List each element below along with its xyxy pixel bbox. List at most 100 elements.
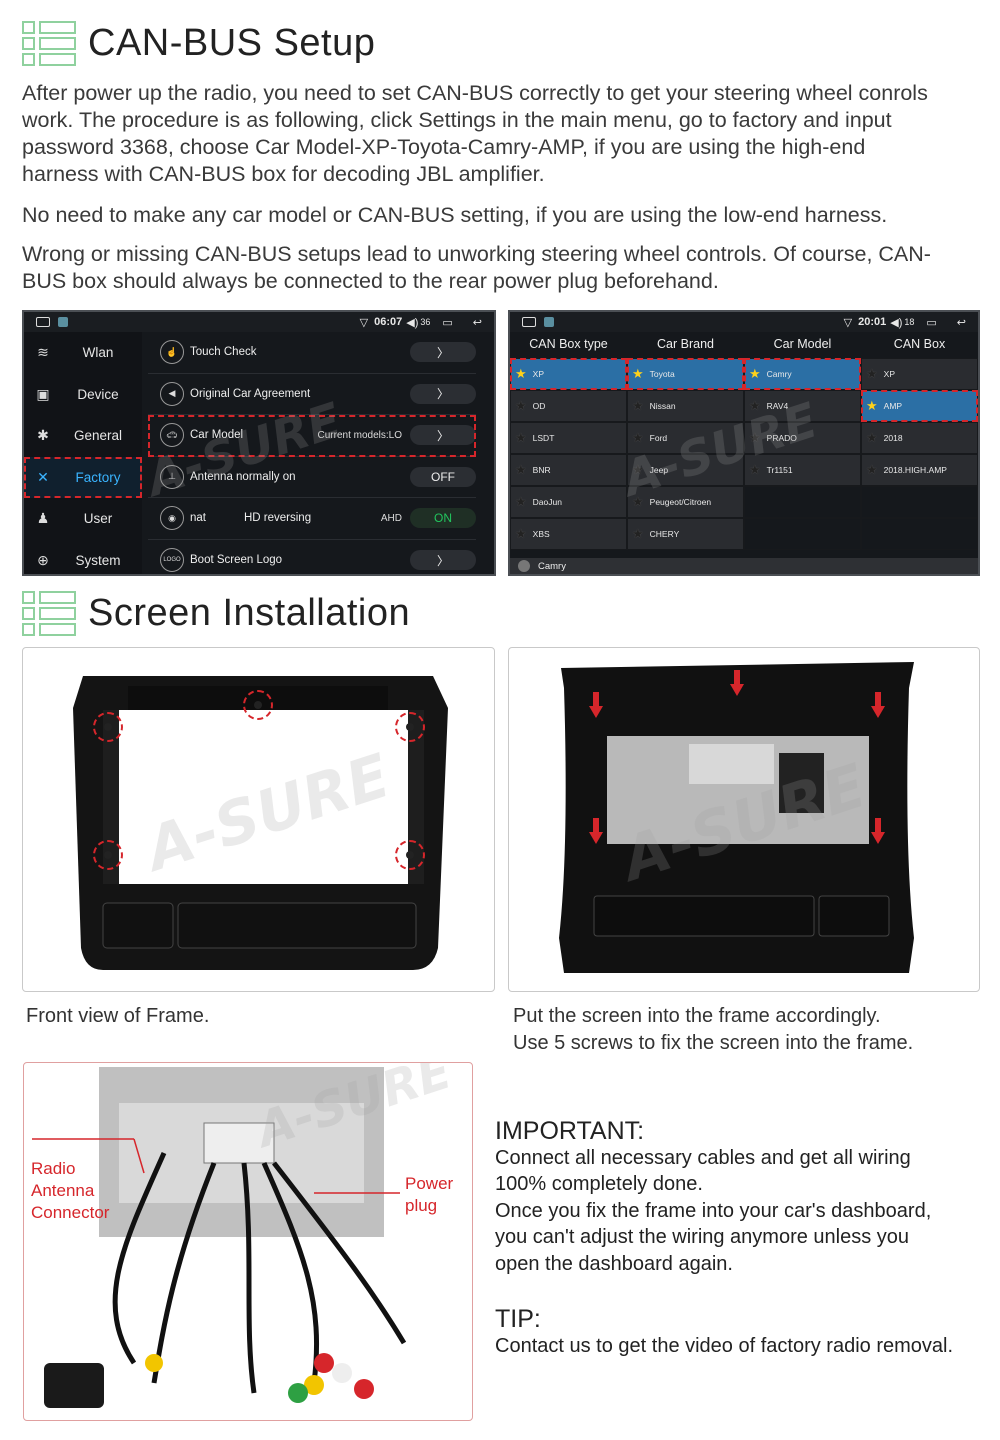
back-icon[interactable]: ↩ [956,316,966,329]
antenna-toggle[interactable]: OFF [410,466,476,487]
arrow-down-icon [589,818,603,844]
menu-item-touch-check[interactable]: ☝ Touch Check 〉 [148,332,476,374]
list-item[interactable]: ★OD [510,390,627,422]
paragraph-low-end: No need to make any car model or CAN-BUS… [22,203,888,227]
sidebar-item-label: System [75,552,121,568]
list-item[interactable]: ★Camry [744,358,861,390]
sidebar-item-user[interactable]: ♟User [24,498,142,540]
list-item[interactable]: ★Peugeot/Citroen [627,486,744,518]
empty-cell [744,518,861,550]
chevron-right-icon[interactable]: 〉 [410,425,476,446]
list-item[interactable]: ★AMP [861,390,978,422]
star-icon: ★ [749,462,761,477]
sidebar-item-label: Wlan [82,345,114,361]
star-icon: ★ [749,398,761,413]
list-item-label: Tr1151 [766,465,793,475]
star-icon: ★ [515,430,527,445]
list-item[interactable]: ★DaoJun [510,486,627,518]
sidebar-item-factory[interactable]: ✕Factory [24,456,142,498]
list-item-label: 2018.HIGH.AMP [883,465,947,475]
sidebar-item-label: General [73,428,123,444]
section-title: CAN-BUS Setup [88,21,376,64]
list-item[interactable]: ★PRADO [744,422,861,454]
list-item[interactable]: ★ Tr1151 [744,454,861,486]
list-item-label: Camry [766,369,792,379]
back-icon[interactable]: ↩ [472,316,482,329]
settings-sidebar: ≋Wlan ▣Device ✱ General ✕Factory ♟User ⊕S… [24,332,142,574]
sidebar-item-general[interactable]: ✱ General [24,415,142,457]
ahd-label: AHD [380,512,402,524]
text-line: Antenna [31,1181,95,1200]
menu-item-antenna[interactable]: ⊥ Antenna normally on OFF [148,457,476,498]
list-item[interactable]: ★2018 [861,422,978,454]
ahd-toggle[interactable]: ON [410,508,476,529]
list-item[interactable]: ★RAV4 [744,390,861,422]
logo-icon: LOGO [160,548,184,573]
text-line: Once you fix the frame into your car's d… [495,1199,932,1222]
current-selection: Camry [538,560,566,572]
sidebar-item-device[interactable]: ▣Device [24,374,142,416]
star-icon: ★ [632,398,644,413]
sidebar-item-system[interactable]: ⊕System [24,540,142,575]
app-icon [544,317,554,327]
volume-level: 18 [904,317,915,327]
menu-item-label: Touch Check [190,346,257,359]
volume-icon: ◀) [406,316,419,329]
tip-title: TIP: [495,1305,541,1333]
clock: 20:01 [858,316,887,328]
chevron-right-icon[interactable]: 〉 [410,383,476,404]
user-icon: ♟ [36,510,50,527]
menu-item-original-car[interactable]: ◀ Original Car Agreement 〉 [148,374,476,415]
recent-apps-icon[interactable]: ▭ [442,316,453,329]
list-item[interactable]: ★CHERY [627,518,744,550]
screen-in-frame-photo: A-SURE [508,647,980,992]
recent-apps-icon[interactable]: ▭ [926,316,937,329]
list-item-label: Ford [649,433,668,443]
text-line: plug [405,1196,438,1215]
list-item[interactable]: ★Jeep [627,454,744,486]
star-icon: ★ [632,526,644,541]
paragraph-warning: Wrong or missing CAN-BUS setups lead to … [22,241,982,295]
car-icon [518,560,530,572]
can-box-type-column: ★XP ★OD ★LSDT ★BNR ★DaoJun ★XBS [510,358,627,556]
text-line: harness with CAN-BUS box for decoding JB… [22,162,545,186]
menu-item-hd-reversing[interactable]: ◉ nat HD reversing AHD ON [148,498,476,540]
text-line: Use 5 screws to fix the screen into the … [513,1032,914,1054]
star-icon: ★ [632,430,644,445]
arrow-down-icon [730,670,744,696]
important-notes: IMPORTANT: Connect all necessary cables … [495,1118,931,1277]
empty-cell [861,486,978,518]
screw-marker [93,712,123,742]
gear-icon: ✱ [37,427,49,444]
list-item[interactable]: ★Toyota [627,358,744,390]
list-item-label: XBS [532,529,550,539]
menu-item-boot-logo[interactable]: LOGO Boot Screen Logo 〉 [148,540,476,575]
selection-grid: ★XP ★OD ★LSDT ★BNR ★DaoJun ★XBS ★Toyota … [510,358,978,556]
chevron-right-icon[interactable]: 〉 [410,342,476,363]
chevron-right-icon[interactable]: 〉 [410,550,476,571]
menu-item-label: Original Car Agreement [190,387,311,400]
canbus-section-header: CAN-BUS Setup [22,18,375,68]
list-item[interactable]: ★BNR [510,454,627,486]
list-item[interactable]: ★2018.HIGH.AMP [861,454,978,486]
list-item[interactable]: ★Nissan [627,390,744,422]
car-brand-column: ★Toyota ★Nissan ★ Ford ★Jeep ★Peugeot/Cit… [627,358,744,556]
list-item[interactable]: ★LSDT [510,422,627,454]
list-item[interactable]: ★XP [510,358,627,390]
tip-notes: TIP: Contact us to get the video of fact… [495,1306,953,1359]
header-car-model: Car Model [773,337,832,351]
menu-item-label: Boot Screen Logo [190,554,283,567]
paragraph-intro: After power up the radio, you need to se… [22,80,982,188]
power-plug-callout: Power plug [405,1173,453,1217]
star-icon: ★ [866,398,878,413]
sidebar-item-wlan[interactable]: ≋Wlan [24,332,142,374]
list-item[interactable]: ★ Ford [627,422,744,454]
list-item[interactable]: ★XP [861,358,978,390]
list-item-label: OD [532,401,546,411]
section-title: Screen Installation [88,591,411,634]
clock: 06:07 [374,316,403,328]
list-item[interactable]: ★XBS [510,518,627,550]
list-item-label: BNR [532,465,551,475]
menu-item-car-model[interactable]: 🚗︎ Car Model Current models:LO 〉 [148,415,476,457]
text-line: Connect all necessary cables and get all… [495,1146,911,1169]
